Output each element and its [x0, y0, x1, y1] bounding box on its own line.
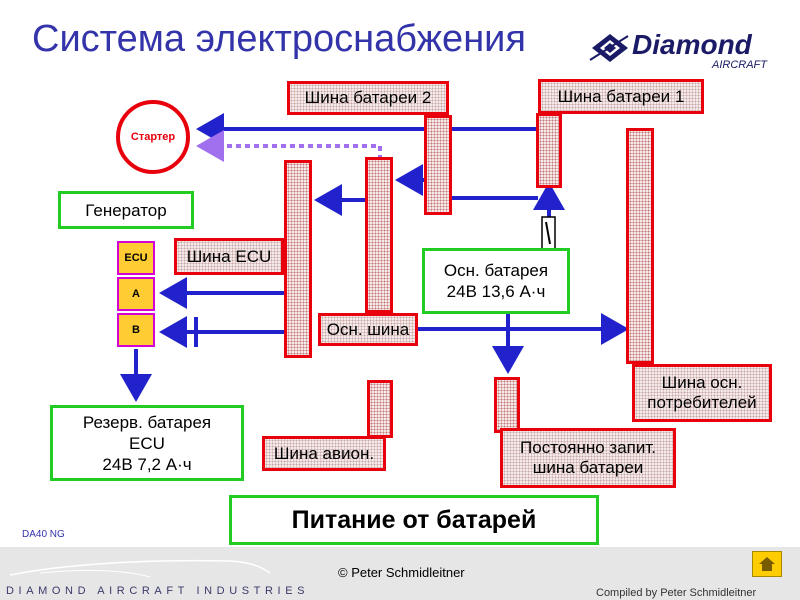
- label-consumers-line-1: Шина осн.: [661, 373, 743, 392]
- bus-bar-main: [365, 157, 393, 313]
- backup-battery-spec: 24В 7,2 А·ч: [102, 454, 192, 474]
- company-name: DIAMOND AIRCRAFT INDUSTRIES: [6, 585, 310, 597]
- label-consumers-line-2: потребителей: [647, 393, 757, 412]
- ecu-channel-a: A: [117, 277, 155, 311]
- main-battery: Осн. батарея 24В 13,6 А·ч: [422, 248, 570, 314]
- main-battery-name: Осн. батарея: [443, 261, 549, 280]
- label-avionics-bus: Шина авион.: [262, 436, 386, 471]
- aircraft-silhouette-icon: [9, 559, 271, 578]
- ecu-block: ECU: [117, 241, 155, 275]
- bus-bar-consumers: [626, 128, 654, 364]
- logo-brand: Diamond: [632, 29, 753, 60]
- battery-switch-icon: [541, 216, 556, 250]
- label-hot-line-1: Постоянно запит.: [520, 438, 656, 457]
- bus-bar-avionics: [367, 380, 393, 438]
- home-icon: [759, 557, 775, 571]
- bus-bar-battery-1: [536, 113, 562, 188]
- label-consumers-bus: Шина осн. потребителей: [632, 364, 772, 422]
- logo-sub: AIRCRAFT: [711, 59, 768, 71]
- slide-caption: Питание от батарей: [229, 495, 599, 545]
- backup-battery-name: Резерв. батарея: [82, 412, 212, 432]
- diamond-aircraft-logo: Diamond AIRCRAFT: [589, 29, 768, 71]
- ecu-channel-b: B: [117, 313, 155, 347]
- label-ecu-bus: Шина ECU: [174, 238, 284, 275]
- diamond-logo-icon: [589, 34, 629, 62]
- label-battery-bus-1: Шина батареи 1: [538, 79, 704, 114]
- wire-dotted-starter: [196, 130, 382, 162]
- generator: Генератор: [58, 191, 194, 229]
- aircraft-model: DA40 NG: [22, 529, 65, 540]
- bus-bar-hot: [494, 377, 520, 433]
- label-hot-bus: Постоянно запит. шина батареи: [500, 428, 676, 488]
- home-button[interactable]: [752, 551, 782, 577]
- backup-battery-owner: ECU: [129, 433, 165, 453]
- compiled-by: Compiled by Peter Schmidleitner: [596, 587, 757, 599]
- label-battery-bus-2: Шина батареи 2: [287, 81, 449, 115]
- page-title: Система электроснабжения: [32, 18, 526, 60]
- label-main-bus: Осн. шина: [318, 313, 418, 346]
- bus-bar-battery-2: [424, 115, 452, 215]
- starter: Стартер: [116, 100, 190, 174]
- backup-battery: Резерв. батарея ECU 24В 7,2 А·ч: [50, 405, 244, 481]
- bus-bar-ecu: [284, 160, 312, 358]
- copyright: © Peter Schmidleitner: [338, 565, 465, 580]
- label-hot-line-2: шина батареи: [532, 458, 644, 477]
- main-battery-spec: 24В 13,6 А·ч: [446, 282, 546, 301]
